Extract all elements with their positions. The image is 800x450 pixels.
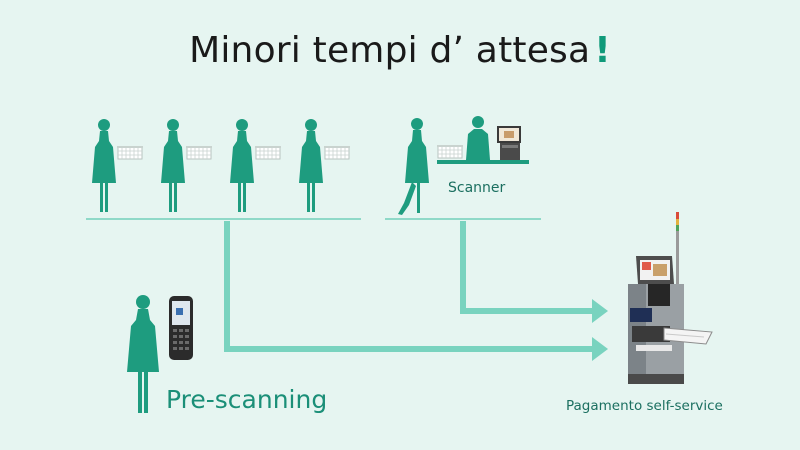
- self-service-label: Pagamento self-service: [566, 398, 723, 414]
- pre-scanning-group: [127, 295, 193, 413]
- cashier-icon: [466, 116, 490, 160]
- arrow-head: [592, 337, 608, 361]
- handheld-scanner-icon: [169, 296, 193, 360]
- shopping-basket-icon: [254, 145, 282, 160]
- person-silhouette-icon: [127, 295, 159, 413]
- queue-1: [86, 119, 361, 220]
- queue-2: [385, 116, 541, 220]
- page-title: Minori tempi d’ attesa!: [0, 30, 800, 71]
- person-silhouette-icon: [161, 119, 185, 212]
- queue-2-to-kiosk-arrow: [460, 221, 596, 314]
- scanner-label: Scanner: [448, 180, 506, 196]
- self-service-kiosk-icon: [628, 212, 713, 384]
- checkout-counter: [437, 160, 529, 164]
- flow-arrows: [224, 221, 608, 361]
- title-text: Minori tempi d’ attesa: [189, 30, 591, 71]
- pre-scanning-label: Pre-scanning: [166, 385, 328, 414]
- person-silhouette-icon: [230, 119, 254, 212]
- checkout-scanner-icon: [497, 126, 521, 160]
- queue-1-to-kiosk-arrow: [224, 221, 596, 352]
- person-silhouette-icon: [398, 118, 429, 215]
- shopping-basket-icon: [436, 144, 464, 159]
- shopping-basket-icon: [116, 145, 144, 160]
- arrow-head: [592, 299, 608, 323]
- shopping-basket-icon: [185, 145, 213, 160]
- person-silhouette-icon: [92, 119, 116, 212]
- person-silhouette-icon: [299, 119, 323, 212]
- shopping-basket-icon: [323, 145, 351, 160]
- exclamation-icon: !: [594, 30, 611, 71]
